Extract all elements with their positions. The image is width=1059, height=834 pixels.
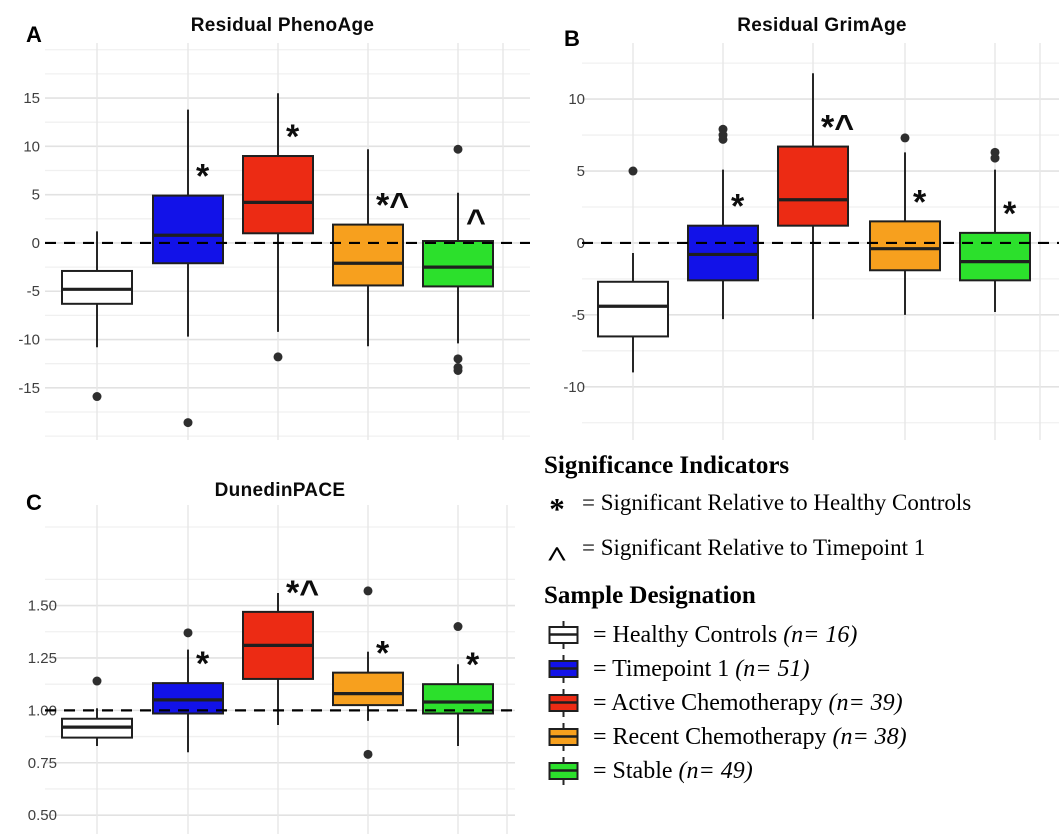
sample-item-text: = Timepoint 1 (n= 51) — [593, 655, 810, 682]
panel-residual-grimage: Residual GrimAge B 10 5 0 -5 -10 * *^ * * — [530, 0, 1059, 440]
box-healthy-controls — [61, 269, 133, 305]
outlier-point-stable — [453, 354, 463, 364]
significance-item-text: = Significant Relative to Healthy Contro… — [582, 489, 972, 515]
outlier-point-stable — [990, 147, 1000, 157]
sample-item-text: = Active Chemotherapy (n= 39) — [593, 689, 903, 716]
box-recent-chemotherapy — [332, 223, 404, 287]
y-tick-label: 0 — [577, 235, 585, 252]
y-tick-label: 1.00 — [28, 702, 57, 719]
significance-marker-stable: * — [1003, 195, 1017, 233]
outlier-point-active-chemotherapy — [273, 352, 283, 362]
y-tick-label: 5 — [32, 187, 40, 204]
panel-residual-phenoage: Residual PhenoAge A 15 10 5 0 -5 -10 -15 * * *^ ^ — [0, 0, 530, 440]
significance-marker-active-chemotherapy: *^ — [821, 109, 854, 147]
panel-title-grimage: Residual GrimAge — [737, 14, 907, 36]
significance-legend-rows: *= Significant Relative to Healthy Contr… — [544, 480, 1055, 570]
legend: Significance Indicators *= Significant R… — [536, 444, 1055, 834]
outlier-point-recent-chemotherapy — [900, 133, 910, 143]
y-tick-label: 15 — [23, 90, 40, 107]
sample-legend-item: = Healthy Controls (n= 16) — [544, 618, 1055, 652]
sample-legend-item: = Active Chemotherapy (n= 39) — [544, 686, 1055, 720]
sample-item-text: = Recent Chemotherapy (n= 38) — [593, 723, 907, 750]
sample-legend-item: = Stable (n= 49) — [544, 754, 1055, 788]
outlier-point-stable — [453, 622, 463, 632]
panel-label-c: C — [26, 490, 42, 515]
outlier-point-stable — [453, 365, 463, 375]
sample-legend-item: = Timepoint 1 (n= 51) — [544, 652, 1055, 686]
sample-item-n: (n= 49) — [678, 757, 753, 784]
outlier-point-healthy-controls — [92, 676, 102, 686]
sample-item-n: (n= 39) — [828, 689, 903, 716]
y-tick-label: 1.25 — [28, 650, 57, 667]
panel-dunedinpace: DunedinPACE C 1.50 1.25 1.00 0.75 0.50 * *^ * * — [0, 440, 530, 834]
box-active-chemotherapy — [777, 145, 849, 227]
panel-label-b: B — [564, 26, 580, 51]
significance-marker-stable: * — [466, 646, 480, 684]
y-tick-label: -5 — [27, 283, 40, 300]
significance-item: ^= Significant Relative to Timepoint 1 — [546, 534, 926, 572]
outlier-point-timepoint-1 — [183, 418, 193, 428]
box-active-chemotherapy — [242, 155, 314, 235]
significance-marker-active-chemotherapy: * — [286, 118, 300, 156]
y-tick-label: 0.50 — [28, 807, 57, 824]
y-tick-label: 1.50 — [28, 598, 57, 615]
panel-title-dunedinpace: DunedinPACE — [214, 479, 346, 501]
significance-marker-active-chemotherapy: *^ — [286, 574, 319, 612]
y-tick-label: 10 — [23, 138, 40, 155]
box-stable — [959, 231, 1031, 282]
significance-marker-recent-chemotherapy: *^ — [376, 187, 409, 225]
panel-label-a: A — [26, 22, 42, 47]
y-tick-label: -10 — [18, 332, 40, 349]
significance-marker-timepoint-1: * — [196, 158, 210, 196]
y-tick-label: 10 — [568, 91, 585, 108]
y-tick-label: -15 — [18, 380, 40, 397]
outlier-point-recent-chemotherapy — [363, 586, 373, 596]
sample-item-text: = Stable (n= 49) — [593, 757, 753, 784]
boxplot-swatch-icon — [548, 723, 579, 751]
significance-marker-timepoint-1: * — [196, 645, 210, 683]
significance-item: *= Significant Relative to Healthy Contr… — [549, 489, 972, 526]
sample-legend-rows: = Healthy Controls (n= 16) = Timepoint 1 … — [544, 618, 1055, 788]
boxplot-swatch-icon — [548, 689, 579, 717]
y-tick-label: 0 — [32, 235, 40, 252]
sample-legend-title: Sample Designation — [544, 582, 756, 609]
box-recent-chemotherapy — [332, 671, 404, 707]
boxplot-swatch-icon — [548, 621, 579, 649]
outlier-point-recent-chemotherapy — [363, 749, 373, 759]
sample-legend-item: = Recent Chemotherapy (n= 38) — [544, 720, 1055, 754]
y-tick-label: -10 — [563, 379, 585, 396]
significance-marker-recent-chemotherapy: * — [376, 635, 390, 673]
box-timepoint-1 — [152, 194, 224, 265]
significance-item-text: = Significant Relative to Timepoint 1 — [582, 534, 926, 560]
sample-item-n: (n= 16) — [783, 621, 858, 648]
significance-marker-recent-chemotherapy: * — [913, 183, 927, 221]
box-stable — [422, 240, 494, 288]
boxplot-swatch-icon — [548, 655, 579, 683]
phenoage-plot-area: 15 10 5 0 -5 -10 -15 * * *^ ^ — [18, 43, 530, 440]
outlier-point-stable — [453, 144, 463, 154]
outlier-point-timepoint-1 — [718, 124, 728, 134]
significance-legend-title: Significance Indicators — [544, 452, 790, 479]
y-tick-label: 0.75 — [28, 755, 57, 772]
sample-item-text: = Healthy Controls (n= 16) — [593, 621, 858, 648]
significance-marker-timepoint-1: * — [731, 188, 745, 226]
significance-marker-stable: ^ — [466, 203, 486, 241]
dunedinpace-plot-area: 1.50 1.25 1.00 0.75 0.50 * *^ * * — [28, 505, 515, 834]
grimage-plot-area: 10 5 0 -5 -10 * *^ * * — [563, 43, 1059, 440]
sample-item-n: (n= 51) — [735, 655, 810, 682]
outlier-point-healthy-controls — [628, 166, 638, 176]
panel-title-phenoage: Residual PhenoAge — [190, 14, 375, 36]
y-tick-label: -5 — [572, 307, 585, 324]
box-stable — [422, 683, 494, 715]
box-healthy-controls — [597, 280, 669, 338]
outlier-point-healthy-controls — [92, 392, 102, 402]
outlier-point-timepoint-1 — [183, 628, 193, 638]
sample-item-n: (n= 38) — [832, 723, 907, 750]
boxplot-swatch-icon — [548, 757, 579, 785]
box-recent-chemotherapy — [869, 220, 941, 272]
y-tick-label: 5 — [577, 163, 585, 180]
